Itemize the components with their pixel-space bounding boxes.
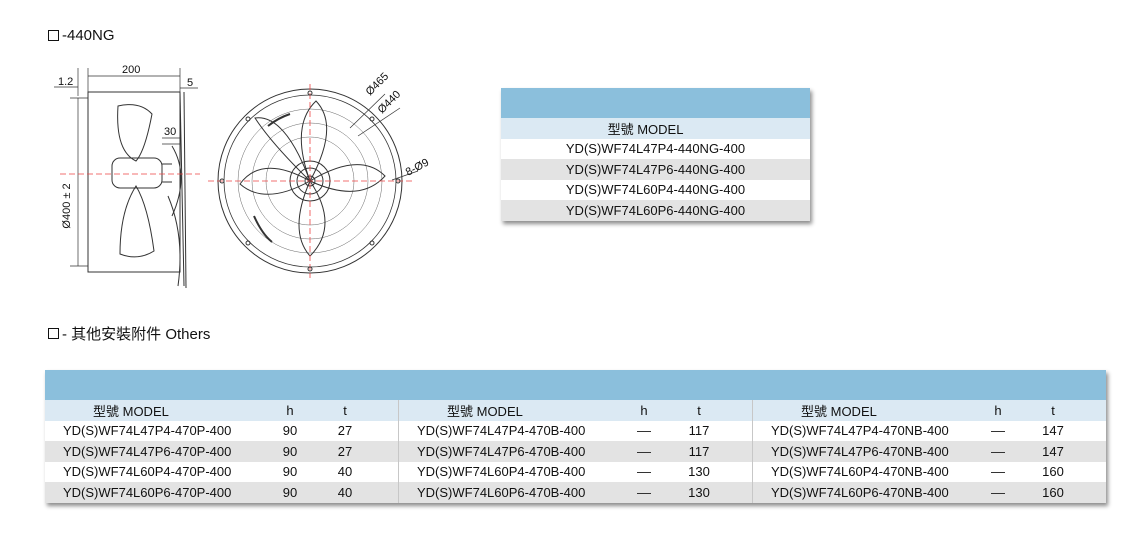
dim-bolt-circle: Ø440 <box>376 89 404 117</box>
dim-height: Ø400 ± 2 <box>61 183 73 228</box>
col-header-model: 型號 MODEL <box>447 403 523 419</box>
dash-placeholder <box>991 472 1005 474</box>
col-header-t: t <box>1051 402 1055 418</box>
dim-holes: 8-Ø9 <box>404 157 431 179</box>
dash-placeholder <box>991 431 1005 433</box>
table-header-bar <box>501 88 810 118</box>
dim-right-offset: 5 <box>187 77 193 89</box>
section-others-heading: - 其他安裝附件 Others <box>48 323 210 344</box>
dash-placeholder <box>637 451 651 453</box>
section-440ng-title: -440NG <box>62 27 115 44</box>
col-header-model: 型號 MODEL <box>93 403 169 419</box>
dash-placeholder <box>991 451 1005 453</box>
table-row: YD(S)WF74L60P4-440NG-400 <box>501 179 810 200</box>
model-table-440ng: 型號 MODEL YD(S)WF74L47P4-440NG-400 YD(S)W… <box>501 88 810 221</box>
col-header-h: h <box>286 402 294 418</box>
col-header-model: 型號 MODEL <box>801 403 877 419</box>
dash-placeholder <box>991 492 1005 494</box>
col-header-t: t <box>343 402 347 418</box>
col-header-h: h <box>994 402 1002 418</box>
dim-left-offset: 1.2 <box>58 76 73 88</box>
dash-placeholder <box>637 431 651 433</box>
dash-placeholder <box>637 472 651 474</box>
dim-guard-depth: 30 <box>164 126 176 138</box>
front-view <box>208 84 419 278</box>
dash-placeholder <box>637 492 651 494</box>
dim-top-width: 200 <box>122 64 140 76</box>
checkbox-icon <box>48 328 59 339</box>
table-row: YD(S)WF74L60P6-440NG-400 <box>501 200 810 221</box>
section-440ng-heading: -440NG <box>48 27 115 44</box>
table-row: YD(S)WF74L47P6-440NG-400 <box>501 159 810 180</box>
side-view <box>54 68 200 289</box>
table-row: YD(S)WF74L47P4-440NG-400 <box>501 138 810 159</box>
fan-technical-drawing: 1.2 200 5 30 Ø400 ± 2 <box>54 64 431 289</box>
section-others-title: - 其他安裝附件 Others <box>62 326 211 343</box>
checkbox-icon <box>48 30 59 41</box>
col-header-t: t <box>697 402 701 418</box>
table-header-bar <box>45 370 1106 400</box>
table-column-header: 型號 MODEL <box>501 118 810 139</box>
col-header-h: h <box>640 402 648 418</box>
dim-outer-dia: Ø465 <box>364 71 392 99</box>
